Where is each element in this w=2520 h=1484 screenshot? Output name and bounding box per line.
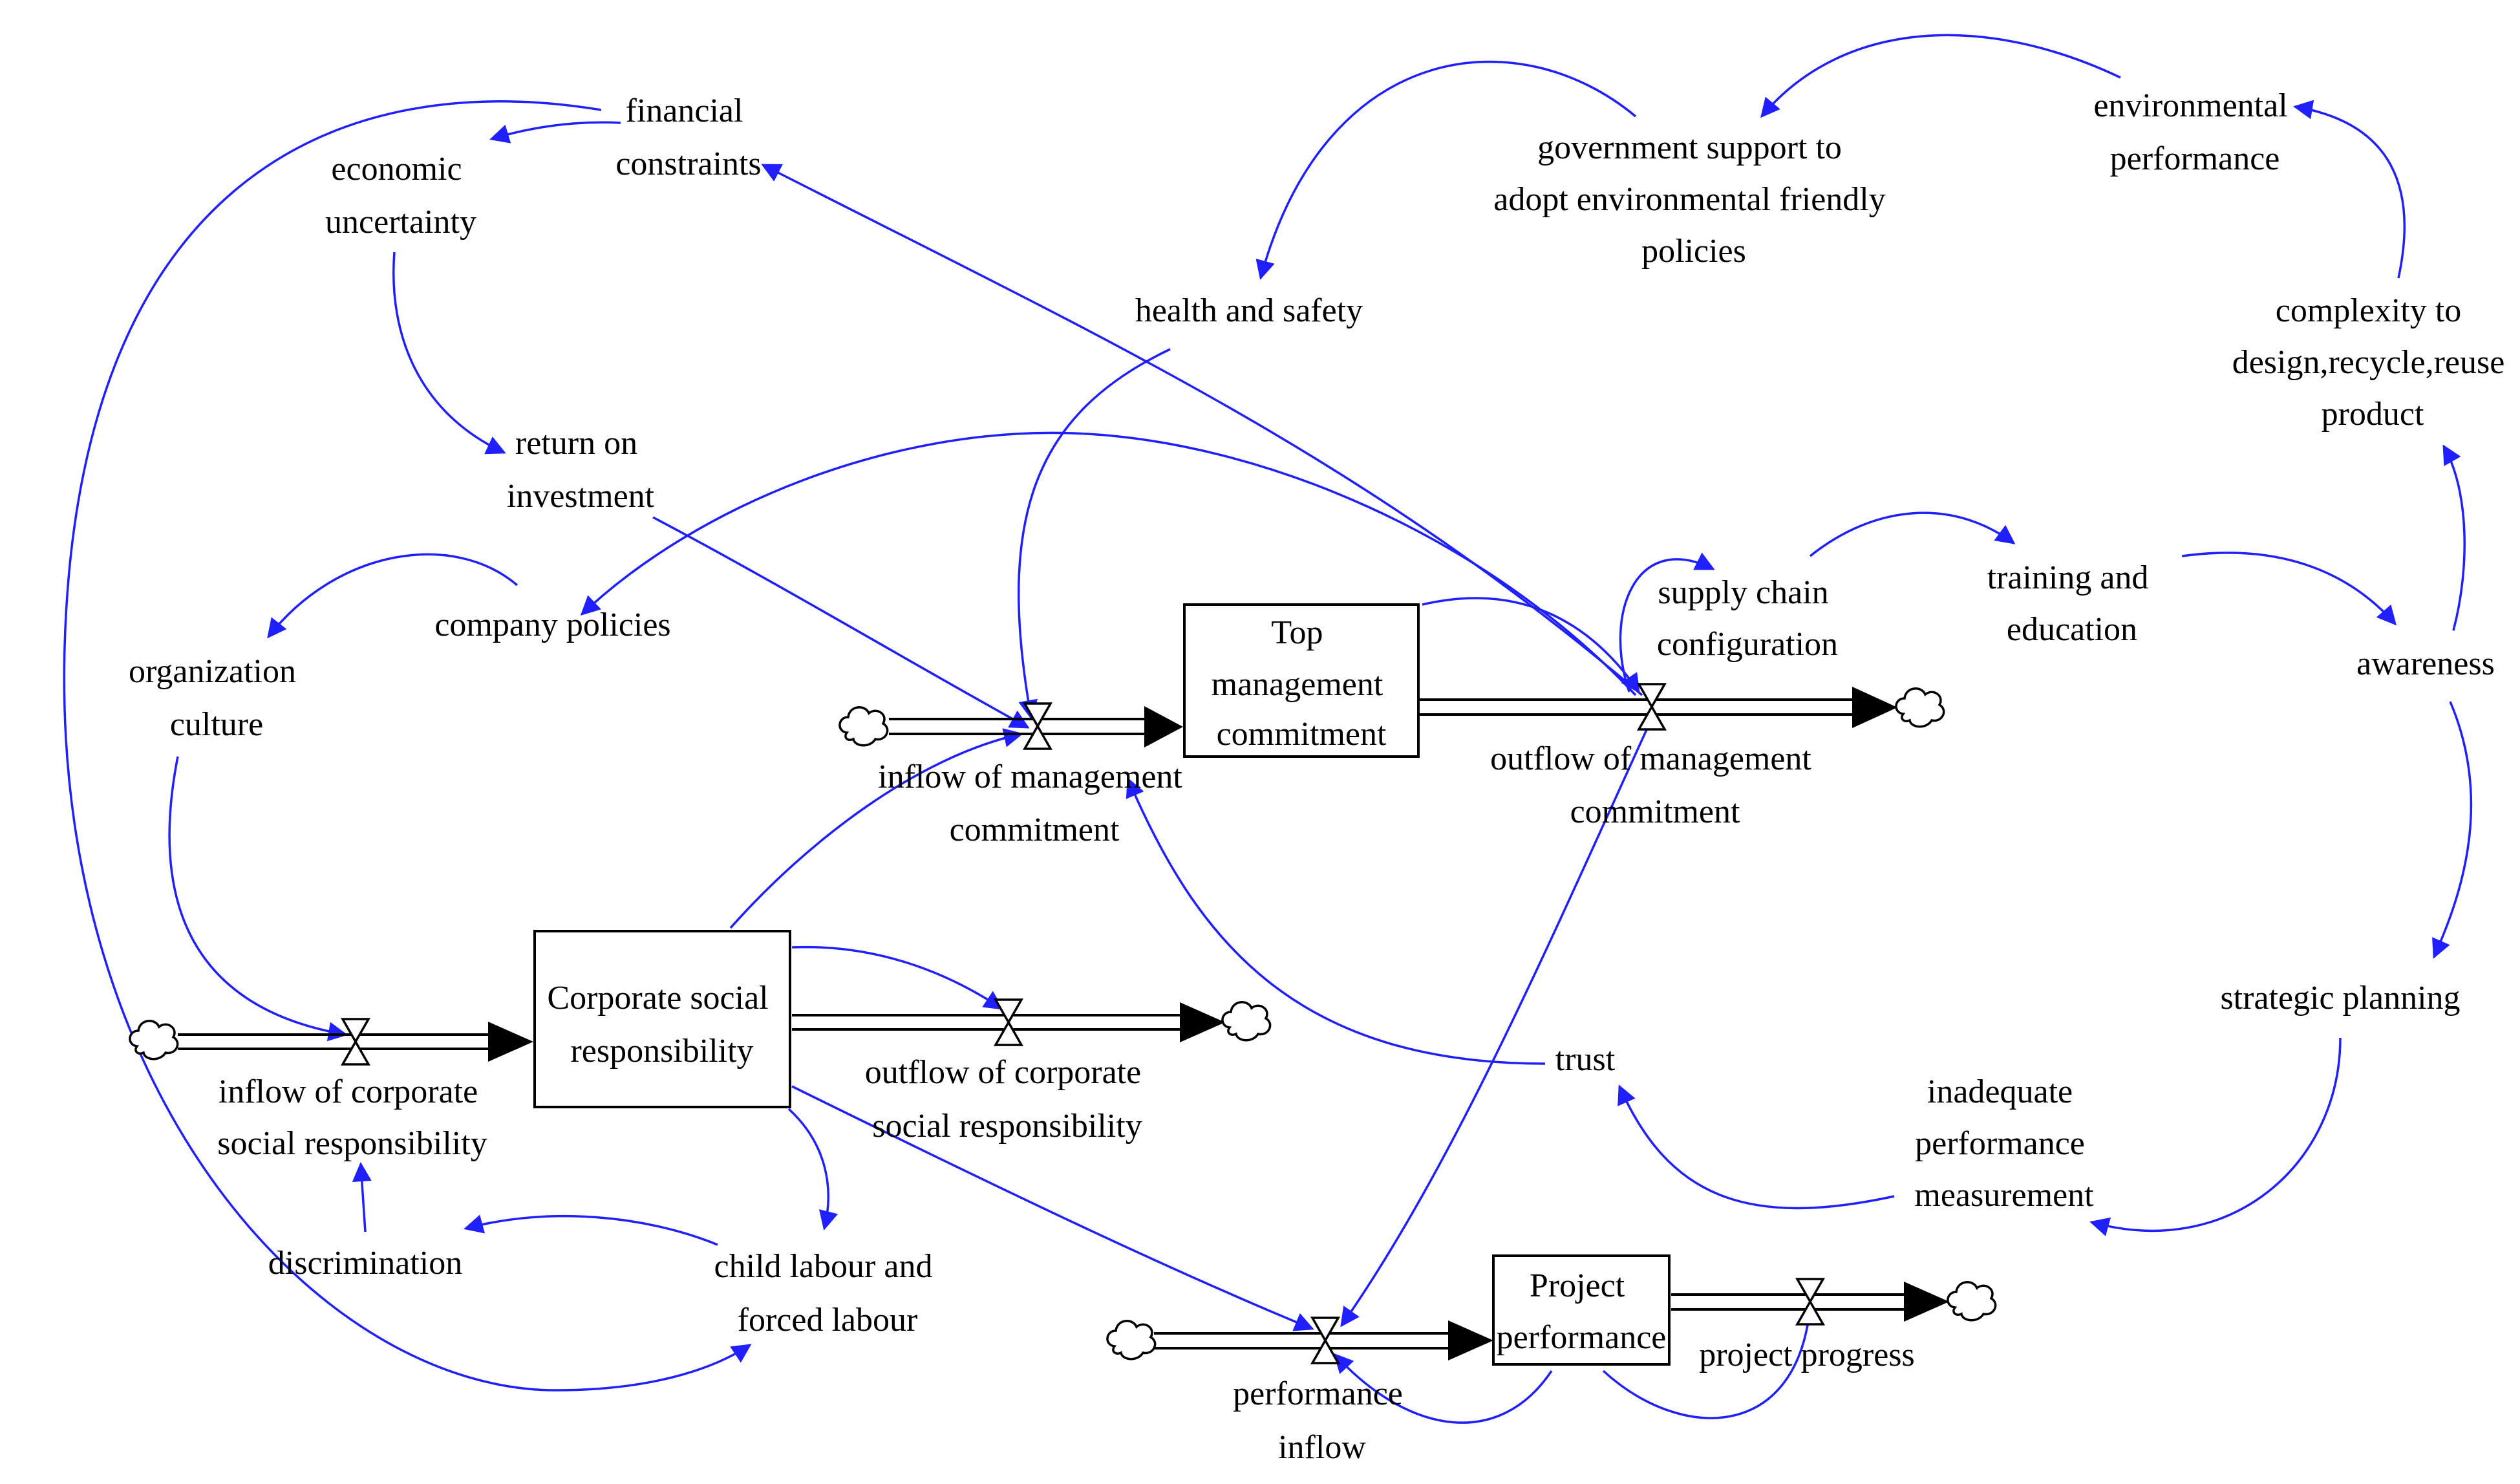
stock-label: Corporate social responsibility — [547, 980, 776, 1070]
link-roi-to-inflow-mgmt — [652, 516, 1030, 729]
link-csr-to-perf-inflow — [791, 1085, 1314, 1331]
valve-inflow-mgmt — [1022, 702, 1053, 750]
link-csr-to-childlabour — [787, 1108, 838, 1231]
var-company-policies: company policies — [434, 607, 670, 643]
var-child-labour: child labour and forced labour — [714, 1248, 941, 1339]
valve-outflow-mgmt — [1636, 683, 1667, 731]
link-supply-to-training — [1809, 511, 2016, 557]
link-env-to-gov — [1760, 34, 2121, 118]
var-trust: trust — [1555, 1041, 1616, 1078]
link-culture-to-inflow-csr — [168, 756, 348, 1042]
link-gov-to-health — [1255, 60, 1637, 280]
valve-inflow-csr — [340, 1018, 371, 1066]
var-economic-uncertainty: economic uncertainty — [325, 151, 476, 241]
valves — [340, 683, 1826, 1364]
causal-links — [63, 34, 2473, 1424]
link-trust-to-inflow-mgmt — [1126, 777, 1546, 1065]
valve-perf-inflow — [1310, 1317, 1341, 1364]
link-policies-to-culture — [267, 553, 518, 639]
var-organization-culture: organization culture — [129, 653, 304, 743]
stock-top-management-commitment[interactable]: Top management commitment — [1183, 603, 1420, 758]
flow-label-performance-inflow: performance inflow — [1233, 1375, 1411, 1466]
flow-label-outflow-mgmt: outflow of management commitment — [1490, 740, 1820, 830]
link-financial-to-economic — [489, 121, 621, 144]
link-health-to-inflow-mgmt — [1018, 348, 1171, 720]
outflow-csr-pipe — [792, 1002, 1225, 1042]
cloud-icon — [838, 706, 889, 747]
var-financial-constraints: financial constraints — [615, 92, 761, 182]
var-health-and-safety: health and safety — [1135, 292, 1363, 329]
var-environmental-performance: environmental performance — [2093, 87, 2296, 177]
var-strategic-planning: strategic planning — [2220, 980, 2460, 1016]
var-training-and-education: training and education — [1987, 559, 2157, 648]
flow-label-outflow-csr: outflow of corporate social responsibili… — [865, 1054, 1149, 1145]
link-financial-to-childlabour — [63, 100, 752, 1392]
stock-label: Project performance — [1497, 1267, 1667, 1356]
var-discrimination: discrimination — [268, 1245, 462, 1282]
var-government-support: government support to adopt environmenta… — [1493, 129, 1894, 270]
link-csr-to-inflow-mgmt — [729, 728, 1023, 929]
link-projperf-to-perf-inflow — [1333, 1353, 1553, 1424]
link-complexity-to-env — [2293, 100, 2406, 279]
var-complexity: complexity to design,recycle,reuse produ… — [2232, 292, 2514, 433]
inflow-mgmt-pipe — [889, 706, 1183, 747]
inflow-csr-pipe — [178, 1022, 533, 1062]
outflow-mgmt-pipe — [1419, 687, 1897, 728]
stock-corporate-social-responsibility[interactable]: Corporate social responsibility — [533, 930, 791, 1108]
link-awareness-to-complexity — [2442, 444, 2466, 631]
cloud-icon — [1221, 1001, 1272, 1042]
perf-inflow-pipe — [1154, 1320, 1493, 1360]
link-strategic-to-inadequate — [2089, 1037, 2342, 1236]
var-awareness: awareness — [2356, 645, 2495, 682]
var-supply-chain-configuration: supply chain configuration — [1657, 574, 1838, 663]
link-discrimination-to-inflow-csr — [352, 1162, 372, 1232]
link-economic-to-roi — [392, 252, 506, 455]
link-awareness-to-strategic — [2432, 701, 2473, 959]
link-projperf-to-progress — [1602, 1304, 1819, 1419]
link-topmgmt-to-outflow — [1422, 597, 1640, 694]
link-inadequate-to-trust — [1618, 1084, 1895, 1210]
flow-label-inflow-mgmt: inflow of management commitment — [878, 758, 1191, 848]
link-childlabour-to-discrimination — [464, 1214, 718, 1246]
stock-project-performance[interactable]: Project performance — [1492, 1254, 1671, 1366]
link-training-to-awareness — [2181, 552, 2397, 626]
flow-label-project-progress: project progress — [1699, 1337, 1915, 1373]
link-outflow-mgmt-to-perf-inflow — [1340, 711, 1656, 1328]
link-outflow-mgmt-to-supply — [1619, 552, 1715, 693]
valve-project-progress — [1795, 1278, 1826, 1326]
valve-outflow-csr — [993, 998, 1024, 1046]
link-csr-to-outflow-csr — [791, 945, 1004, 1010]
var-inadequate-performance-measurement: inadequate performance measurement — [1914, 1073, 2094, 1214]
stock-label: Top management commitment — [1212, 614, 1392, 753]
flow-label-inflow-csr: inflow of corporate social responsibilit… — [217, 1073, 487, 1162]
var-return-on-investment: return on investment — [507, 425, 655, 515]
project-progress-pipe — [1671, 1282, 1949, 1322]
cloud-icon — [1106, 1320, 1157, 1360]
link-outflow-mgmt-to-financial — [761, 164, 1643, 696]
clouds — [129, 687, 1997, 1360]
cloud-icon — [129, 1020, 179, 1060]
cloud-icon — [1947, 1281, 1997, 1322]
flows — [178, 687, 1949, 1360]
cloud-icon — [1895, 687, 1945, 728]
